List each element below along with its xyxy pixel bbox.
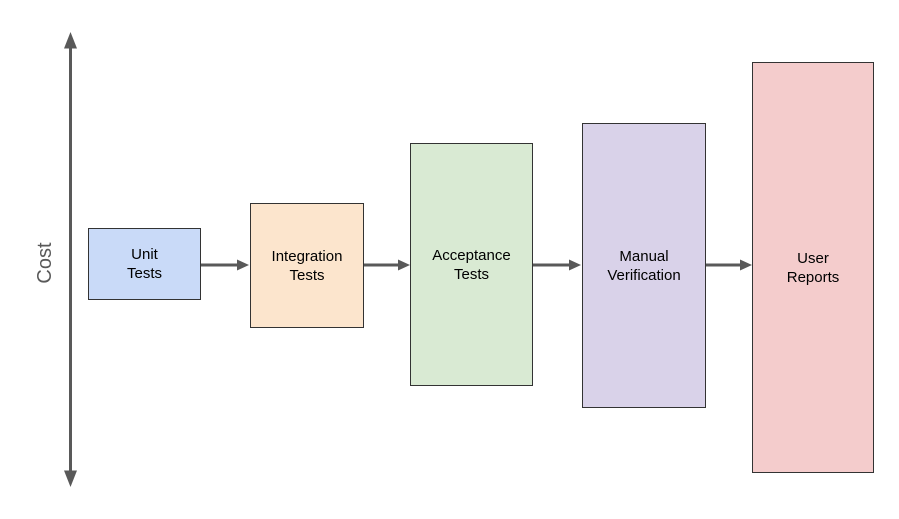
stage-label-line: User xyxy=(797,249,829,267)
stage-label-line: Reports xyxy=(786,268,840,286)
stage-label-line: Unit xyxy=(131,246,158,263)
connector-unit-to-integration xyxy=(201,259,249,271)
arrowhead-right-icon xyxy=(237,259,249,271)
stage-box-user-reports: User Reports xyxy=(752,62,874,473)
arrowhead-right-icon xyxy=(740,259,752,271)
stage-box-integration-tests: Integration Tests xyxy=(250,203,364,328)
arrowhead-right-icon xyxy=(569,259,581,271)
stage-label-line: Manual xyxy=(619,247,669,265)
connector-manual-to-user xyxy=(706,259,752,271)
stage-box-manual-verification: Manual Verification xyxy=(582,123,706,408)
stage-box-unit-tests: Unit Tests xyxy=(88,228,201,300)
stage-box-acceptance-tests: Acceptance Tests xyxy=(410,143,533,386)
cost-axis-arrowhead-up-icon xyxy=(64,32,77,49)
stage-label-line: Verification xyxy=(607,266,681,284)
cost-axis xyxy=(64,32,77,487)
cost-axis-arrowhead-down-icon xyxy=(64,470,77,487)
stage-label-line: Tests xyxy=(126,265,162,282)
stage-label-line: Integration xyxy=(271,247,343,265)
stage-label-line: Tests xyxy=(453,265,489,283)
stage-label-line: Acceptance xyxy=(432,246,511,264)
connector-acceptance-to-manual xyxy=(533,259,581,271)
cost-axis-label: Cost xyxy=(34,242,56,284)
arrowhead-right-icon xyxy=(398,259,410,271)
connector-integration-to-acceptance xyxy=(364,259,410,271)
stage-label-line: Tests xyxy=(289,266,325,284)
